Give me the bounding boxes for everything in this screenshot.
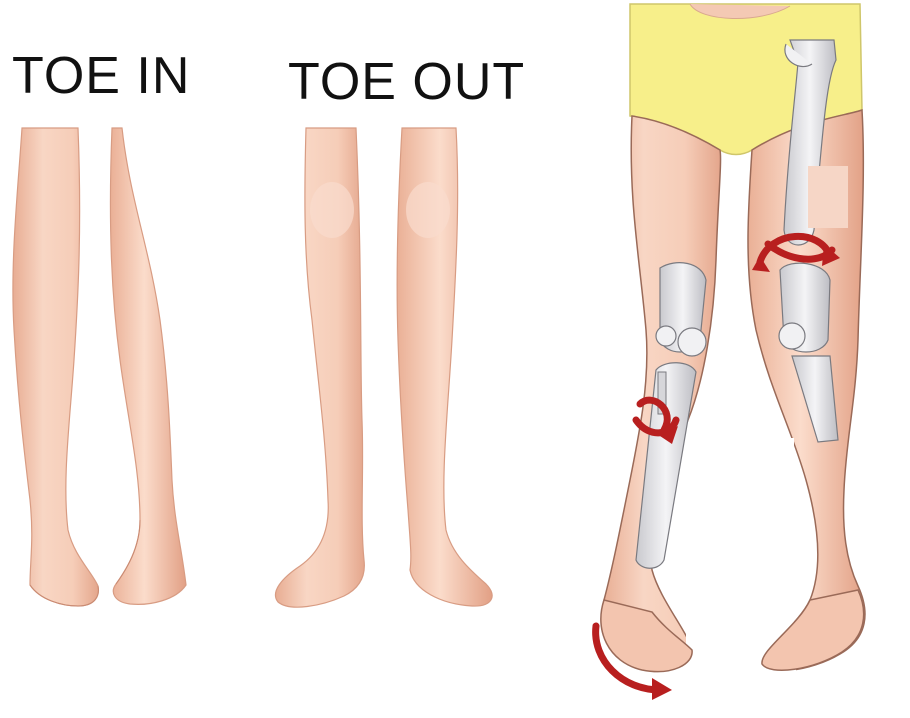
toe-in-left-leg	[13, 128, 99, 606]
toe-out-legs	[275, 128, 492, 607]
toe-in-legs	[13, 128, 186, 606]
white-patch	[686, 438, 794, 648]
toe-in-right-leg	[110, 128, 186, 604]
anatomy-illustration	[596, 4, 865, 718]
skin-patch	[808, 166, 848, 228]
